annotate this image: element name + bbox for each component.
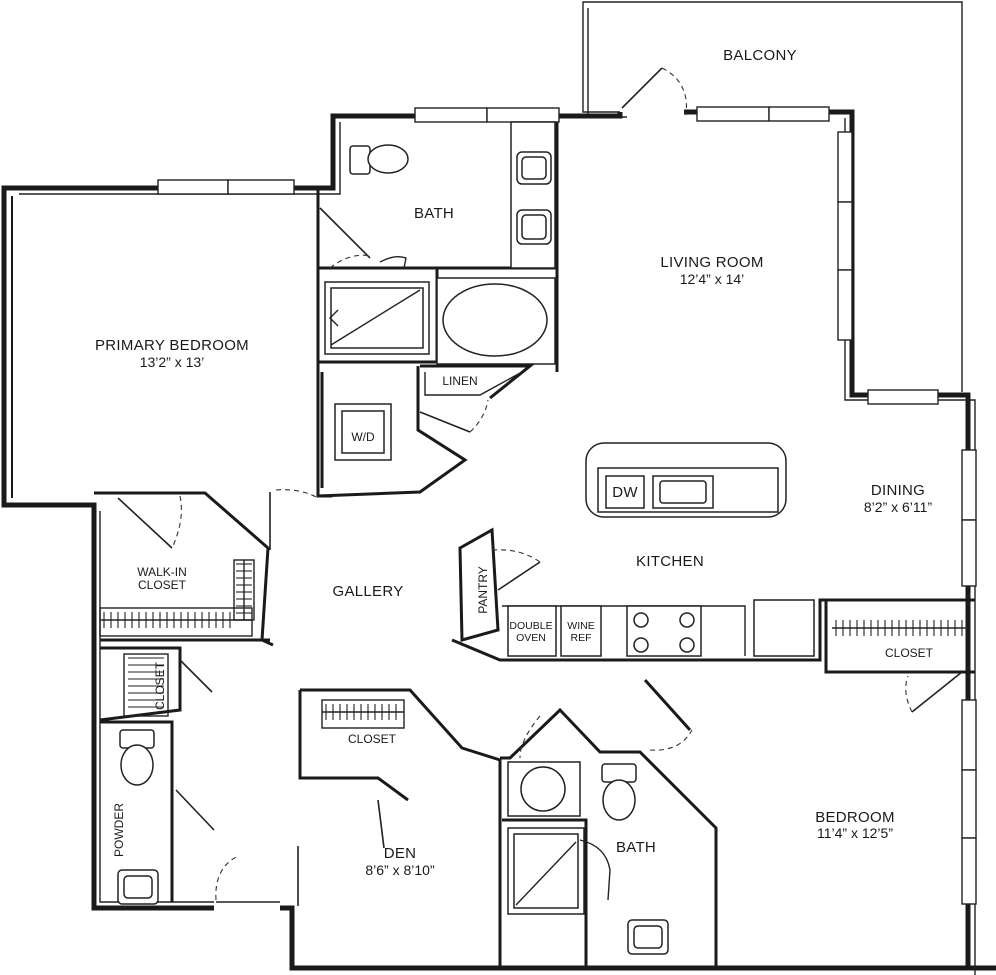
sink-icon xyxy=(516,209,552,245)
shower-icon xyxy=(324,281,430,355)
living-room-label: LIVING ROOM xyxy=(660,254,763,271)
linen-label: LINEN xyxy=(442,374,477,388)
bedroom-closet-label: CLOSET xyxy=(885,646,934,660)
primary-bedroom-label: PRIMARY BEDROOM xyxy=(95,337,249,354)
washer-dryer-label: W/D xyxy=(351,430,375,444)
double-oven-label: DOUBLE xyxy=(509,620,552,632)
entry-door xyxy=(215,846,299,906)
bedroom-dimensions: 11’4” x 12’5” xyxy=(817,825,893,841)
walk-in-closet xyxy=(94,491,274,647)
powder-label: POWDER xyxy=(112,803,126,857)
double-oven-label-2: OVEN xyxy=(516,632,546,644)
den-dimensions: 8’6” x 8’10” xyxy=(365,862,435,878)
wine-ref-label: WINE xyxy=(567,620,594,632)
gallery-label: GALLERY xyxy=(332,583,403,600)
pantry-label: PANTRY xyxy=(476,566,490,614)
balcony-label: BALCONY xyxy=(723,47,797,64)
sink-icon xyxy=(516,151,552,185)
primary-bath-fixtures xyxy=(324,144,556,365)
bathtub-icon xyxy=(436,277,556,365)
living-room-dimensions: 12’4” x 14’ xyxy=(680,271,745,287)
kitchen-counters xyxy=(451,598,975,662)
toilet-icon xyxy=(119,729,155,786)
second-bath xyxy=(500,707,718,968)
dining-dimensions: 8’2” x 6’11” xyxy=(864,499,933,515)
bedroom-closet xyxy=(643,600,975,751)
wine-ref-label-2: REF xyxy=(571,632,592,644)
sink-icon xyxy=(627,919,669,955)
primary-bath-label: BATH xyxy=(414,205,454,222)
windows xyxy=(157,106,977,905)
sink-icon xyxy=(117,869,159,905)
balcony-door xyxy=(621,67,688,116)
den-walls xyxy=(298,688,502,968)
den-label: DEN xyxy=(384,845,417,862)
laundry-linen xyxy=(269,364,535,550)
hall-closet xyxy=(99,646,213,722)
kitchen-island xyxy=(585,442,787,518)
primary-bedroom-dimensions: 13’2” x 13’ xyxy=(140,354,205,370)
pantry xyxy=(458,527,541,642)
den-closet-label: CLOSET xyxy=(348,732,397,746)
bedroom-label: BEDROOM xyxy=(815,809,895,826)
kitchen-label: KITCHEN xyxy=(636,553,704,570)
toilet-icon xyxy=(349,144,409,175)
toilet-icon xyxy=(601,763,637,821)
walk-in-closet-label: WALK-IN xyxy=(137,565,187,579)
second-bath-label: BATH xyxy=(616,839,656,856)
dining-label: DINING xyxy=(871,482,925,499)
dishwasher-label: DW xyxy=(612,484,638,501)
walk-in-closet-label-2: CLOSET xyxy=(138,578,187,592)
powder-room xyxy=(100,720,215,905)
door-swing xyxy=(379,255,407,269)
room-labels: BALCONY BATH LIVING ROOM 12’4” x 14’ PRI… xyxy=(95,47,934,878)
